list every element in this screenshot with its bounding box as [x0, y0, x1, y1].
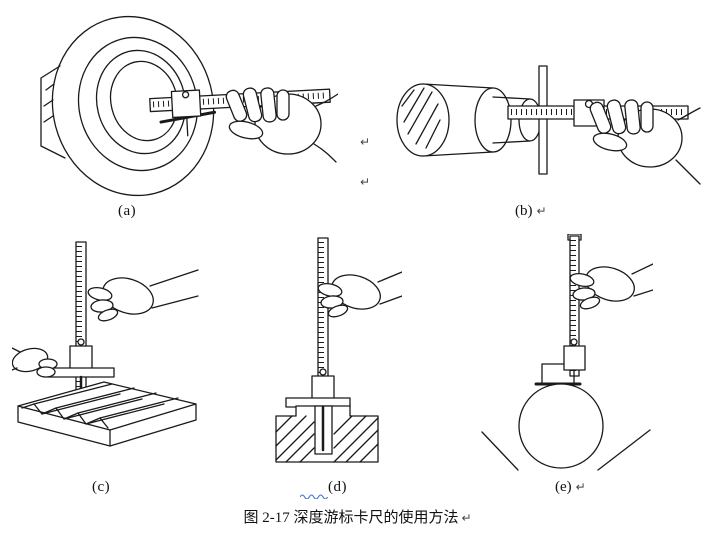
hand	[12, 347, 58, 378]
figure-c-drawing	[12, 241, 199, 447]
round-bar	[481, 383, 651, 471]
caliper-rule	[285, 237, 351, 408]
figure-b-label: (b)	[515, 203, 533, 219]
paragraph-mark: ↵	[461, 511, 472, 525]
figure-e-label-row: (e)↵	[555, 479, 586, 496]
figure-caption: 图 2-17 深度游标卡尺的使用方法	[243, 510, 459, 526]
paragraph-mark: ↵	[536, 204, 547, 218]
paragraph-mark: ↵	[360, 135, 371, 149]
shaft-part	[396, 83, 542, 157]
figure-b-label-row: (b)↵	[515, 203, 547, 220]
paragraph-mark: ↵	[360, 175, 371, 189]
figure-e-drawing	[481, 234, 653, 471]
spellcheck-squiggle	[300, 494, 328, 499]
hand	[225, 87, 338, 163]
grooved-block	[17, 381, 197, 447]
hand	[87, 269, 199, 322]
hand	[589, 99, 701, 185]
paragraph-mark: ↵	[575, 480, 586, 494]
figure-d-drawing	[275, 237, 402, 463]
figure-b-drawing	[396, 65, 701, 185]
caliper-rule	[534, 234, 586, 386]
sectioned-block	[275, 405, 379, 463]
figure-a-label: (a)	[118, 203, 137, 219]
figure-c-label: (c)	[92, 479, 111, 495]
figure-e-label: (e)	[555, 479, 572, 495]
hand	[569, 263, 653, 310]
figure-d-label: (d)	[328, 479, 347, 495]
hand	[317, 271, 402, 318]
figure-caption-row: 图 2-17 深度游标卡尺的使用方法↵	[0, 506, 715, 527]
figure-a-drawing	[40, 15, 338, 197]
